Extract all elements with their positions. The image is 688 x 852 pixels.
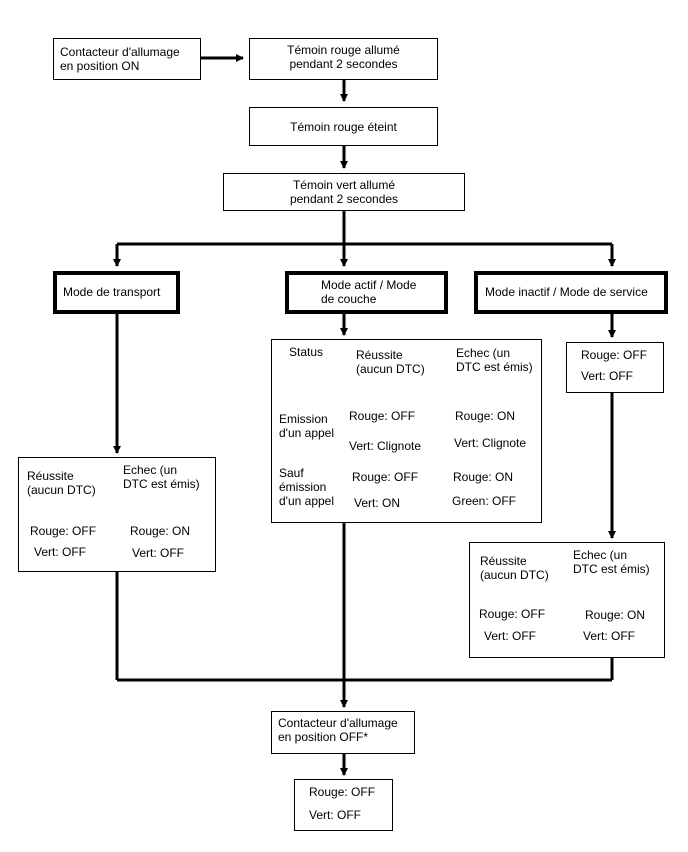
inactive-mode-box: Mode inactif / Mode de service — [474, 271, 668, 314]
inactive-status-red: Rouge: OFF — [581, 348, 648, 362]
transport-success-green: Vert: OFF — [34, 545, 87, 559]
active-row2-failure-red: Rouge: ON — [453, 470, 514, 484]
active-row1-success-red: Rouge: OFF — [349, 409, 416, 423]
active-row2-failure-green: Green: OFF — [452, 494, 517, 508]
transport-failure-red: Rouge: ON — [130, 524, 191, 538]
inactive-failure-header: Echec (un DTC est émis) — [573, 548, 650, 576]
transport-mode-box: Mode de transport — [53, 271, 180, 314]
active-row1-label: Emission d'un appel — [279, 412, 335, 440]
final-status-green: Vert: OFF — [309, 808, 362, 822]
red-off-box: Témoin rouge éteint — [249, 107, 438, 146]
green-on-text: Témoin vert allumé pendant 2 secondes — [289, 178, 399, 206]
inactive-success-red: Rouge: OFF — [479, 607, 546, 621]
red-off-text: Témoin rouge éteint — [290, 120, 397, 134]
transport-success-red: Rouge: OFF — [30, 524, 97, 538]
active-row2-success-green: Vert: ON — [354, 496, 401, 510]
active-row1-failure-red: Rouge: ON — [455, 409, 516, 423]
inactive-success-green: Vert: OFF — [484, 629, 537, 643]
active-mode-box: Mode actif / Mode de couche — [285, 271, 448, 314]
active-row2-label: Sauf émission d'un appel — [279, 466, 335, 508]
active-status-header: Status — [289, 345, 324, 359]
active-row2-success-red: Rouge: OFF — [352, 470, 419, 484]
transport-failure-header: Echec (un DTC est émis) — [123, 463, 200, 491]
active-row1-failure-green: Vert: Clignote — [454, 436, 527, 450]
green-on-box: Témoin vert allumé pendant 2 secondes — [223, 173, 465, 211]
final-status-red: Rouge: OFF — [309, 785, 376, 799]
transport-success-header: Réussite (aucun DTC) — [27, 469, 96, 497]
inactive-mode-text: Mode inactif / Mode de service — [485, 285, 648, 299]
ignition-off-box: Contacteur d'allumage en position OFF* — [271, 711, 415, 754]
active-failure-header: Echec (un DTC est émis) — [456, 346, 533, 374]
inactive-failure-red: Rouge: ON — [585, 608, 646, 622]
red-on-text: Témoin rouge allumé pendant 2 secondes — [287, 43, 400, 71]
inactive-status-green: Vert: OFF — [581, 369, 634, 383]
transport-mode-text: Mode de transport — [63, 285, 161, 299]
ignition-off-text: Contacteur d'allumage en position OFF* — [278, 716, 398, 744]
inactive-failure-green: Vert: OFF — [583, 629, 636, 643]
inactive-status-box: Rouge: OFF Vert: OFF — [566, 342, 664, 393]
ignition-on-box: Contacteur d'allumage en position ON — [53, 38, 201, 80]
inactive-table: Réussite (aucun DTC) Echec (un DTC est é… — [469, 542, 665, 658]
active-row1-success-green: Vert: Clignote — [349, 439, 422, 453]
active-table: Status Réussite (aucun DTC) Echec (un DT… — [271, 339, 542, 523]
red-on-box: Témoin rouge allumé pendant 2 secondes — [249, 38, 438, 80]
active-mode-text: Mode actif / Mode de couche — [321, 278, 417, 306]
transport-table: Réussite (aucun DTC) Echec (un DTC est é… — [18, 457, 216, 572]
final-status-box: Rouge: OFF Vert: OFF — [294, 779, 393, 831]
ignition-on-text: Contacteur d'allumage en position ON — [60, 45, 180, 73]
active-success-header: Réussite (aucun DTC) — [356, 348, 425, 376]
transport-failure-green: Vert: OFF — [132, 546, 185, 560]
inactive-success-header: Réussite (aucun DTC) — [480, 554, 549, 582]
